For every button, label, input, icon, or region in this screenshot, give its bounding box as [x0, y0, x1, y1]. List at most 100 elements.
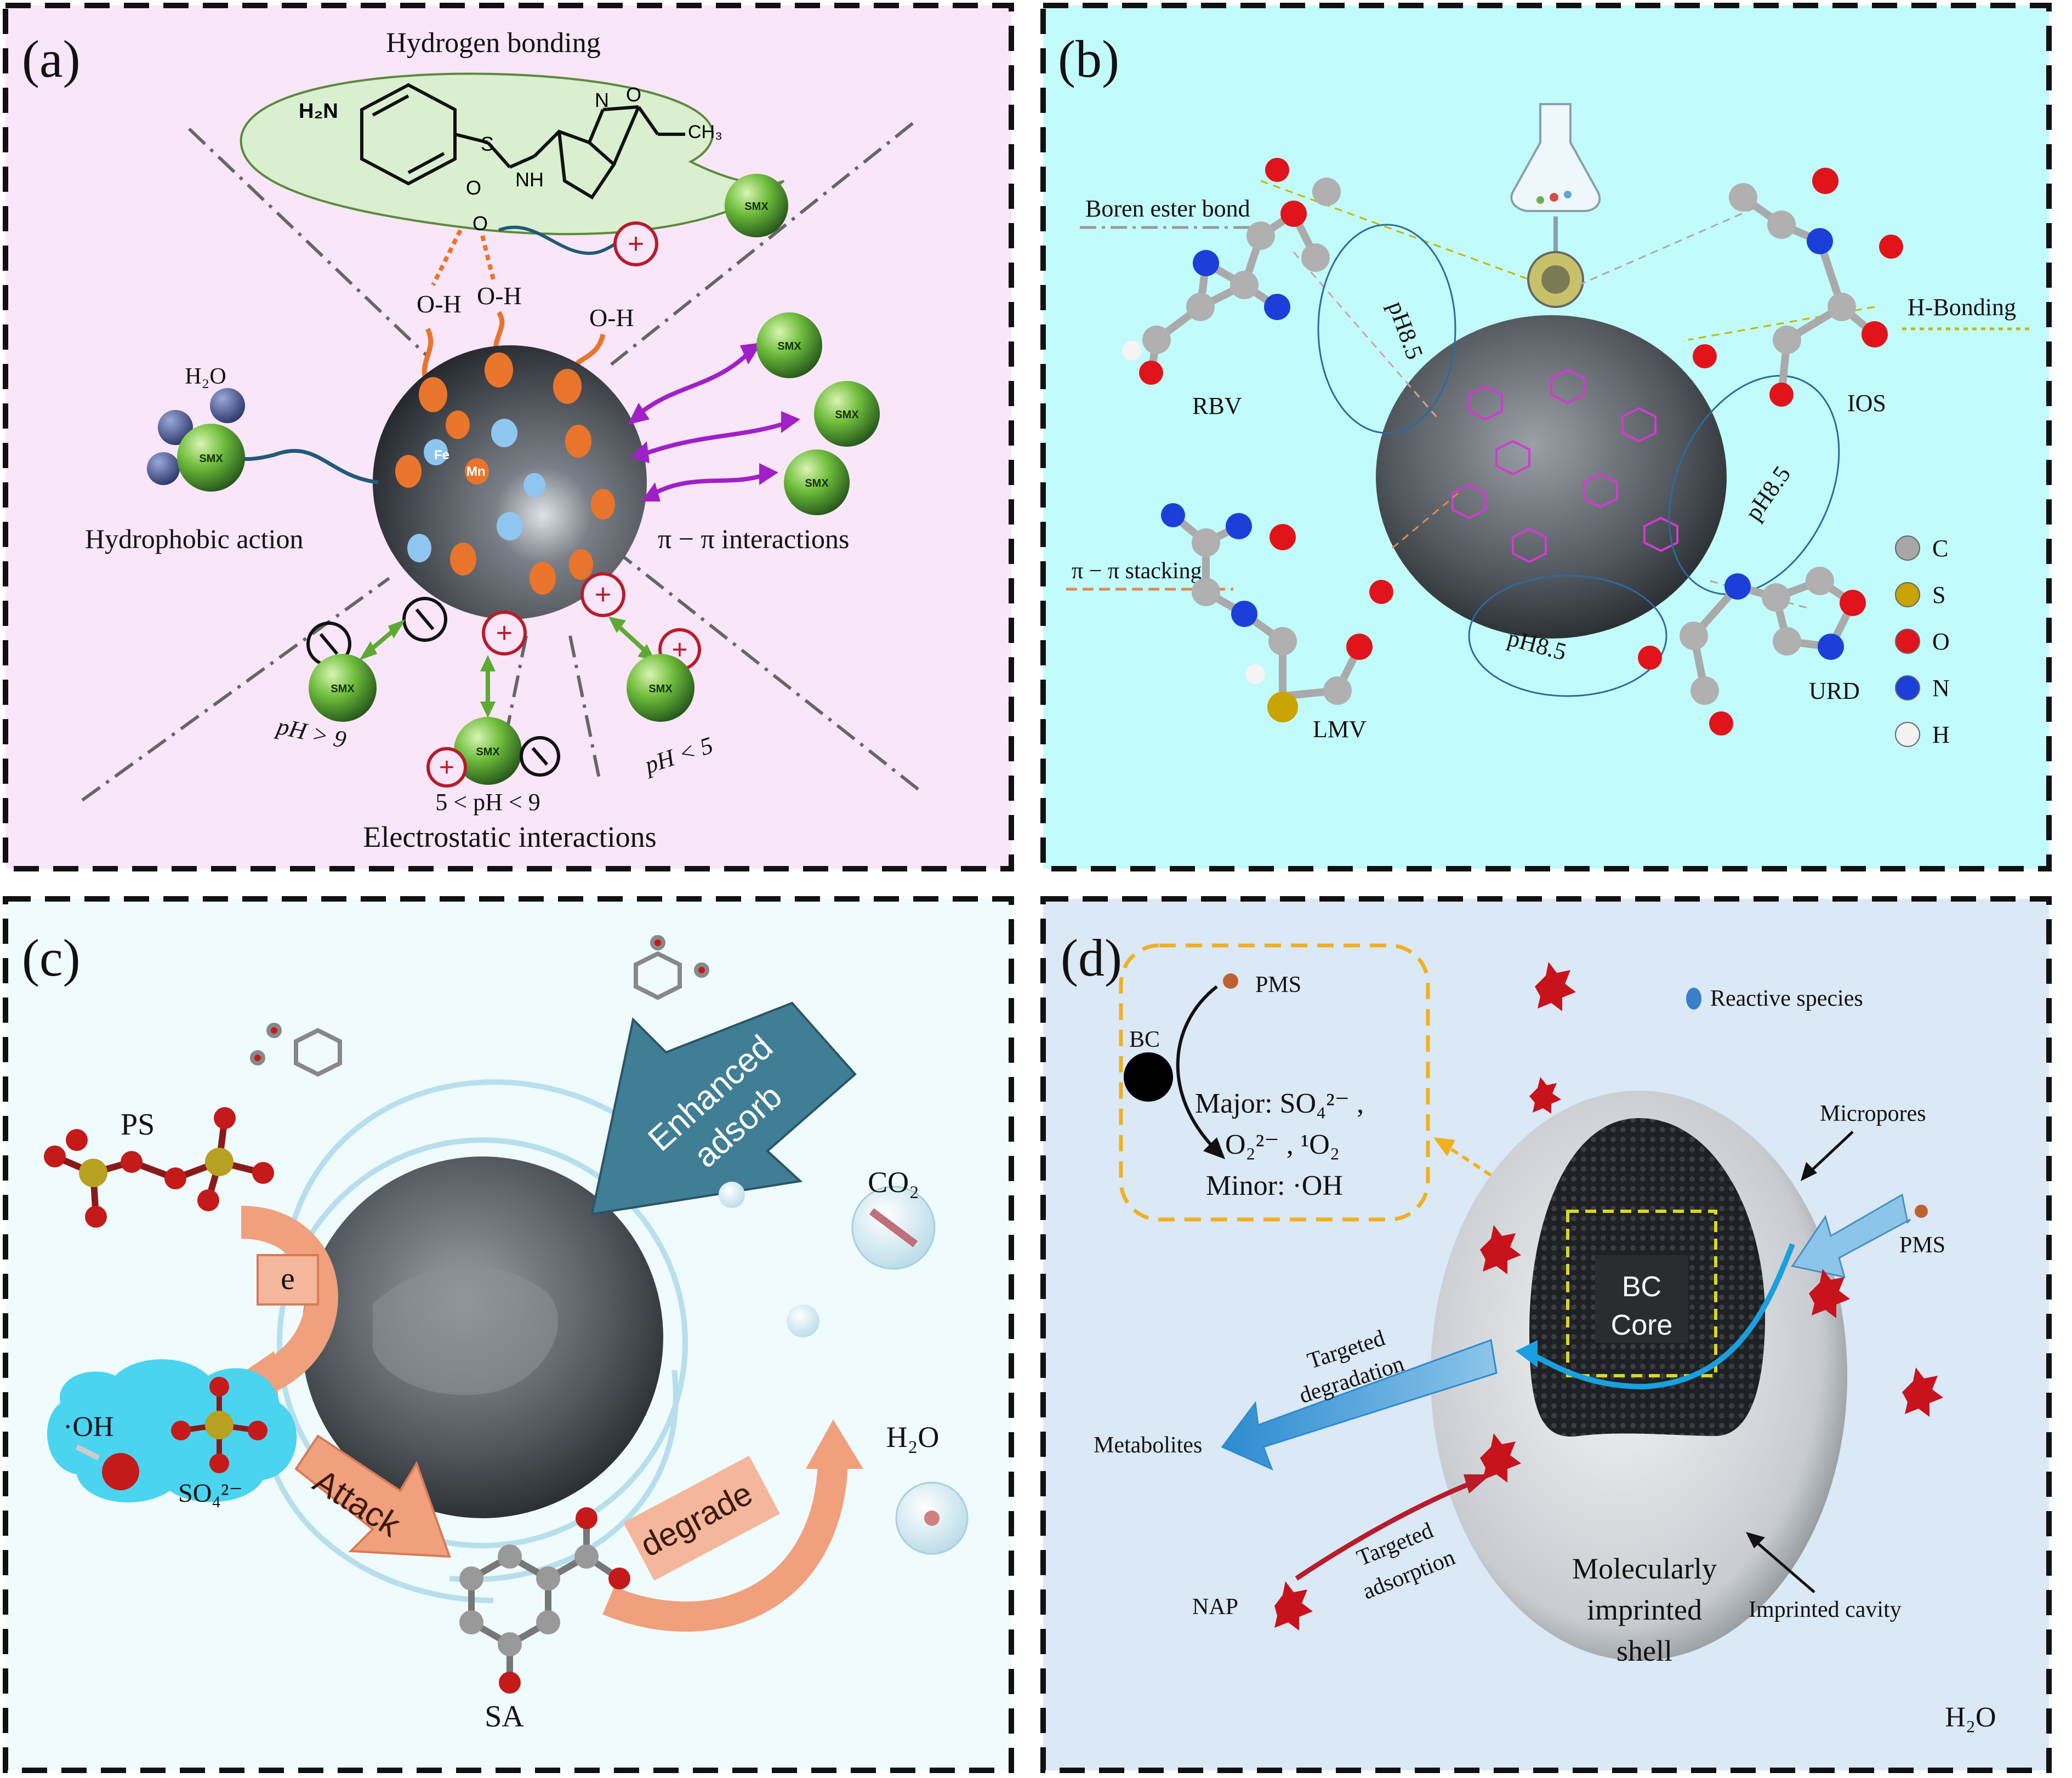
sem-texture	[373, 1266, 559, 1395]
electron-path	[1528, 1243, 1795, 1390]
pms-icon-top	[1223, 973, 1238, 989]
legend-atom-n	[1895, 675, 1920, 700]
micropores-pointer	[1808, 1131, 1854, 1174]
bc-core-box	[1566, 1210, 1717, 1377]
so4-label: SO₄²⁻	[178, 1479, 243, 1508]
h2o-atom	[924, 1511, 940, 1526]
hbond-dots	[431, 229, 496, 286]
smx-sphere-pipi-1	[756, 312, 822, 378]
targeted-adsorption-arrow	[1295, 1477, 1481, 1581]
panel-b-label: (b)	[1058, 30, 1119, 88]
ph-ellipse-1	[1317, 224, 1456, 434]
sphere-dots	[395, 352, 615, 595]
enhanced-adsorb-arrow	[590, 1001, 857, 1216]
electron-path-head	[1516, 1340, 1538, 1367]
h2o-label-d: H₂O	[1945, 1702, 1996, 1733]
hydrophobic-label: Hydrophobic action	[85, 523, 304, 554]
ios-label: IOS	[1847, 390, 1886, 417]
micropores-pointer-head	[1801, 1162, 1817, 1181]
nap-particles	[1274, 962, 1943, 1631]
bc-curve-arrowhead	[1203, 1137, 1225, 1159]
legend-atom-h	[1895, 722, 1920, 747]
smx-label-pipi-1: SMX	[777, 340, 801, 352]
molecule-urd	[1638, 567, 1866, 736]
fe-label: Fe	[434, 448, 449, 463]
mn-label: Mn	[466, 464, 486, 479]
nap-label: NAP	[1192, 1594, 1238, 1620]
legend-label-n: N	[1932, 675, 1950, 702]
mol-h2n: H₂N	[299, 100, 338, 123]
legend-label-o: O	[1932, 628, 1950, 655]
imprinted-cavity-label: Imprinted cavity	[1749, 1597, 1902, 1622]
ph-ellipse-2	[1668, 375, 1840, 595]
major-line2: O₂²⁻ , ¹O₂	[1225, 1129, 1340, 1160]
plus-right: +	[595, 579, 611, 611]
mol-s: S	[481, 133, 494, 155]
panel-a-label: (a)	[22, 30, 81, 88]
legend-label-h: H	[1932, 721, 1950, 748]
mol-n: N	[595, 89, 609, 111]
panel-c: (c) Enhanced adsorb PS	[3, 896, 1014, 1773]
smx-label-ph-mid: SMX	[476, 746, 500, 758]
smx-molecule	[360, 83, 685, 200]
plus-mid-2: +	[439, 753, 454, 782]
sem-network	[1451, 368, 1678, 563]
inset-pointer-head	[1433, 1137, 1455, 1156]
smx-sphere-left	[177, 424, 245, 492]
targeted-degradation-arrow	[1221, 1338, 1498, 1471]
electron-arrow	[240, 1206, 338, 1397]
positive-charge	[613, 221, 658, 266]
oh-label-1: O-H	[417, 290, 462, 318]
electrostatic-label: Electrostatic interactions	[363, 820, 656, 853]
legend-label-c: C	[1932, 535, 1948, 562]
water-sphere-1	[158, 410, 193, 445]
molecular-shell-3: shell	[1616, 1634, 1672, 1667]
pipi-arrowheads	[628, 343, 800, 502]
smx-sphere-pipi-2	[814, 381, 880, 447]
neg-charge-1	[402, 597, 447, 642]
mol-o-ring: O	[626, 83, 641, 106]
smx-sphere-ph-mid	[454, 717, 522, 785]
minor-label: Minor: ·OH	[1206, 1170, 1343, 1201]
smx-label-left: SMX	[199, 453, 223, 465]
panel-d-label: (d)	[1061, 928, 1122, 987]
legend-atom-c	[1895, 535, 1920, 561]
attack-arrow	[294, 1434, 451, 1558]
micropores-label: Micropores	[1820, 1101, 1926, 1126]
oh-label-2: O-H	[477, 282, 522, 310]
molecule-ios	[1693, 168, 1903, 407]
sa-molecule	[459, 1507, 630, 1694]
reactive-label: Reactive species	[1710, 986, 1863, 1011]
mol-o2: O	[473, 212, 488, 235]
pos-charge-right	[580, 572, 625, 617]
molecular-shell-2: imprinted	[1587, 1593, 1702, 1626]
floating-molecule-2	[250, 1023, 342, 1077]
smx-label-ph-high: SMX	[331, 683, 355, 695]
smx-label-pipi-3: SMX	[805, 477, 829, 489]
so4-molecule	[171, 1377, 267, 1473]
molecular-shell-1: Molecularly	[1572, 1552, 1717, 1585]
flask-icon	[1510, 103, 1601, 308]
cavity-pointer	[1753, 1539, 1815, 1593]
green-arrowhead-2a	[480, 655, 496, 671]
electron-box	[257, 1254, 319, 1306]
smx-label-ph-low: SMX	[648, 683, 673, 695]
floating-molecule-1	[634, 935, 709, 1000]
oh-bond	[75, 1444, 100, 1461]
neg-sign-mid	[531, 747, 549, 766]
smx-label-pipi-2: SMX	[835, 409, 859, 421]
molecule-rbv	[1122, 158, 1341, 385]
ps-molecule	[44, 1107, 274, 1228]
panel-c-label: (c)	[22, 928, 81, 987]
panel-b: (b) Boren ester bond H-Bonding π − π sta…	[1040, 3, 2052, 871]
bc-curve-arrow	[1176, 985, 1219, 1153]
pos-charge-mid	[482, 611, 527, 656]
neg-sign-1	[415, 608, 435, 630]
green-arrowhead-1a	[388, 619, 406, 639]
mol-nh: NH	[515, 168, 544, 191]
mol-o1: O	[466, 176, 481, 199]
pms-top-label: PMS	[1255, 972, 1301, 998]
pistack-label: π − π stacking	[1072, 559, 1202, 584]
small-bubble-1	[719, 1182, 745, 1208]
